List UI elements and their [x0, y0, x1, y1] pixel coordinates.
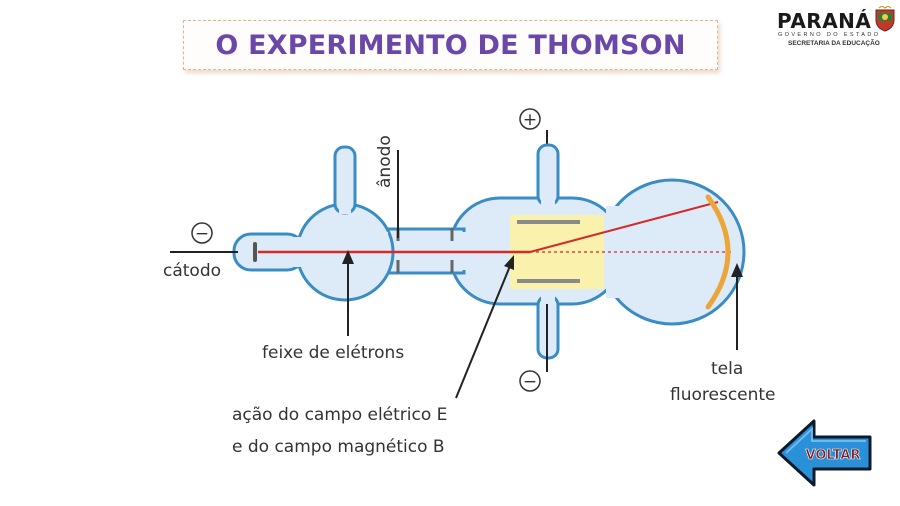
screen-pointer-arrow	[731, 263, 743, 350]
beam-label: feixe de elétrons	[262, 343, 404, 363]
fluorescent-screen	[705, 194, 731, 310]
minus-sign-cathode: −	[195, 224, 209, 244]
field-pointer-arrow	[455, 255, 514, 399]
title-banner: O EXPERIMENTO DE THOMSON	[183, 20, 718, 70]
minus-terminal-bottom: −	[519, 370, 541, 392]
coat-of-arms-icon	[875, 6, 895, 32]
minus-terminal-cathode: −	[191, 222, 213, 244]
fields-label-line1: ação do campo elétrico E	[232, 405, 447, 425]
fields-label-line2: e do campo magnético B	[232, 437, 445, 457]
deflected-beam	[529, 201, 719, 253]
back-button-label: VOLTAR	[806, 448, 861, 463]
logo-subtitle: GOVERNO DO ESTADO	[778, 32, 881, 38]
back-arrow-icon	[777, 419, 872, 487]
beam-pointer-arrow	[342, 250, 354, 336]
parana-logo: PARANÁ GOVERNO DO ESTADO SECRETARIA DA E…	[775, 6, 897, 50]
logo-department: SECRETARIA DA EDUCAÇÃO	[788, 40, 880, 47]
minus-sign-bottom: −	[523, 372, 537, 392]
screen-label-line2: fluorescente	[670, 385, 776, 405]
cathode-label: cátodo	[163, 261, 221, 281]
plus-terminal: +	[519, 108, 541, 130]
screen-label-line1: tela	[711, 359, 743, 379]
plus-sign: +	[523, 110, 537, 130]
logo-name: PARANÁ	[777, 9, 872, 33]
page-title: O EXPERIMENTO DE THOMSON	[215, 29, 686, 61]
back-button[interactable]: VOLTAR	[776, 418, 874, 488]
anode-label: ânodo	[375, 135, 395, 188]
